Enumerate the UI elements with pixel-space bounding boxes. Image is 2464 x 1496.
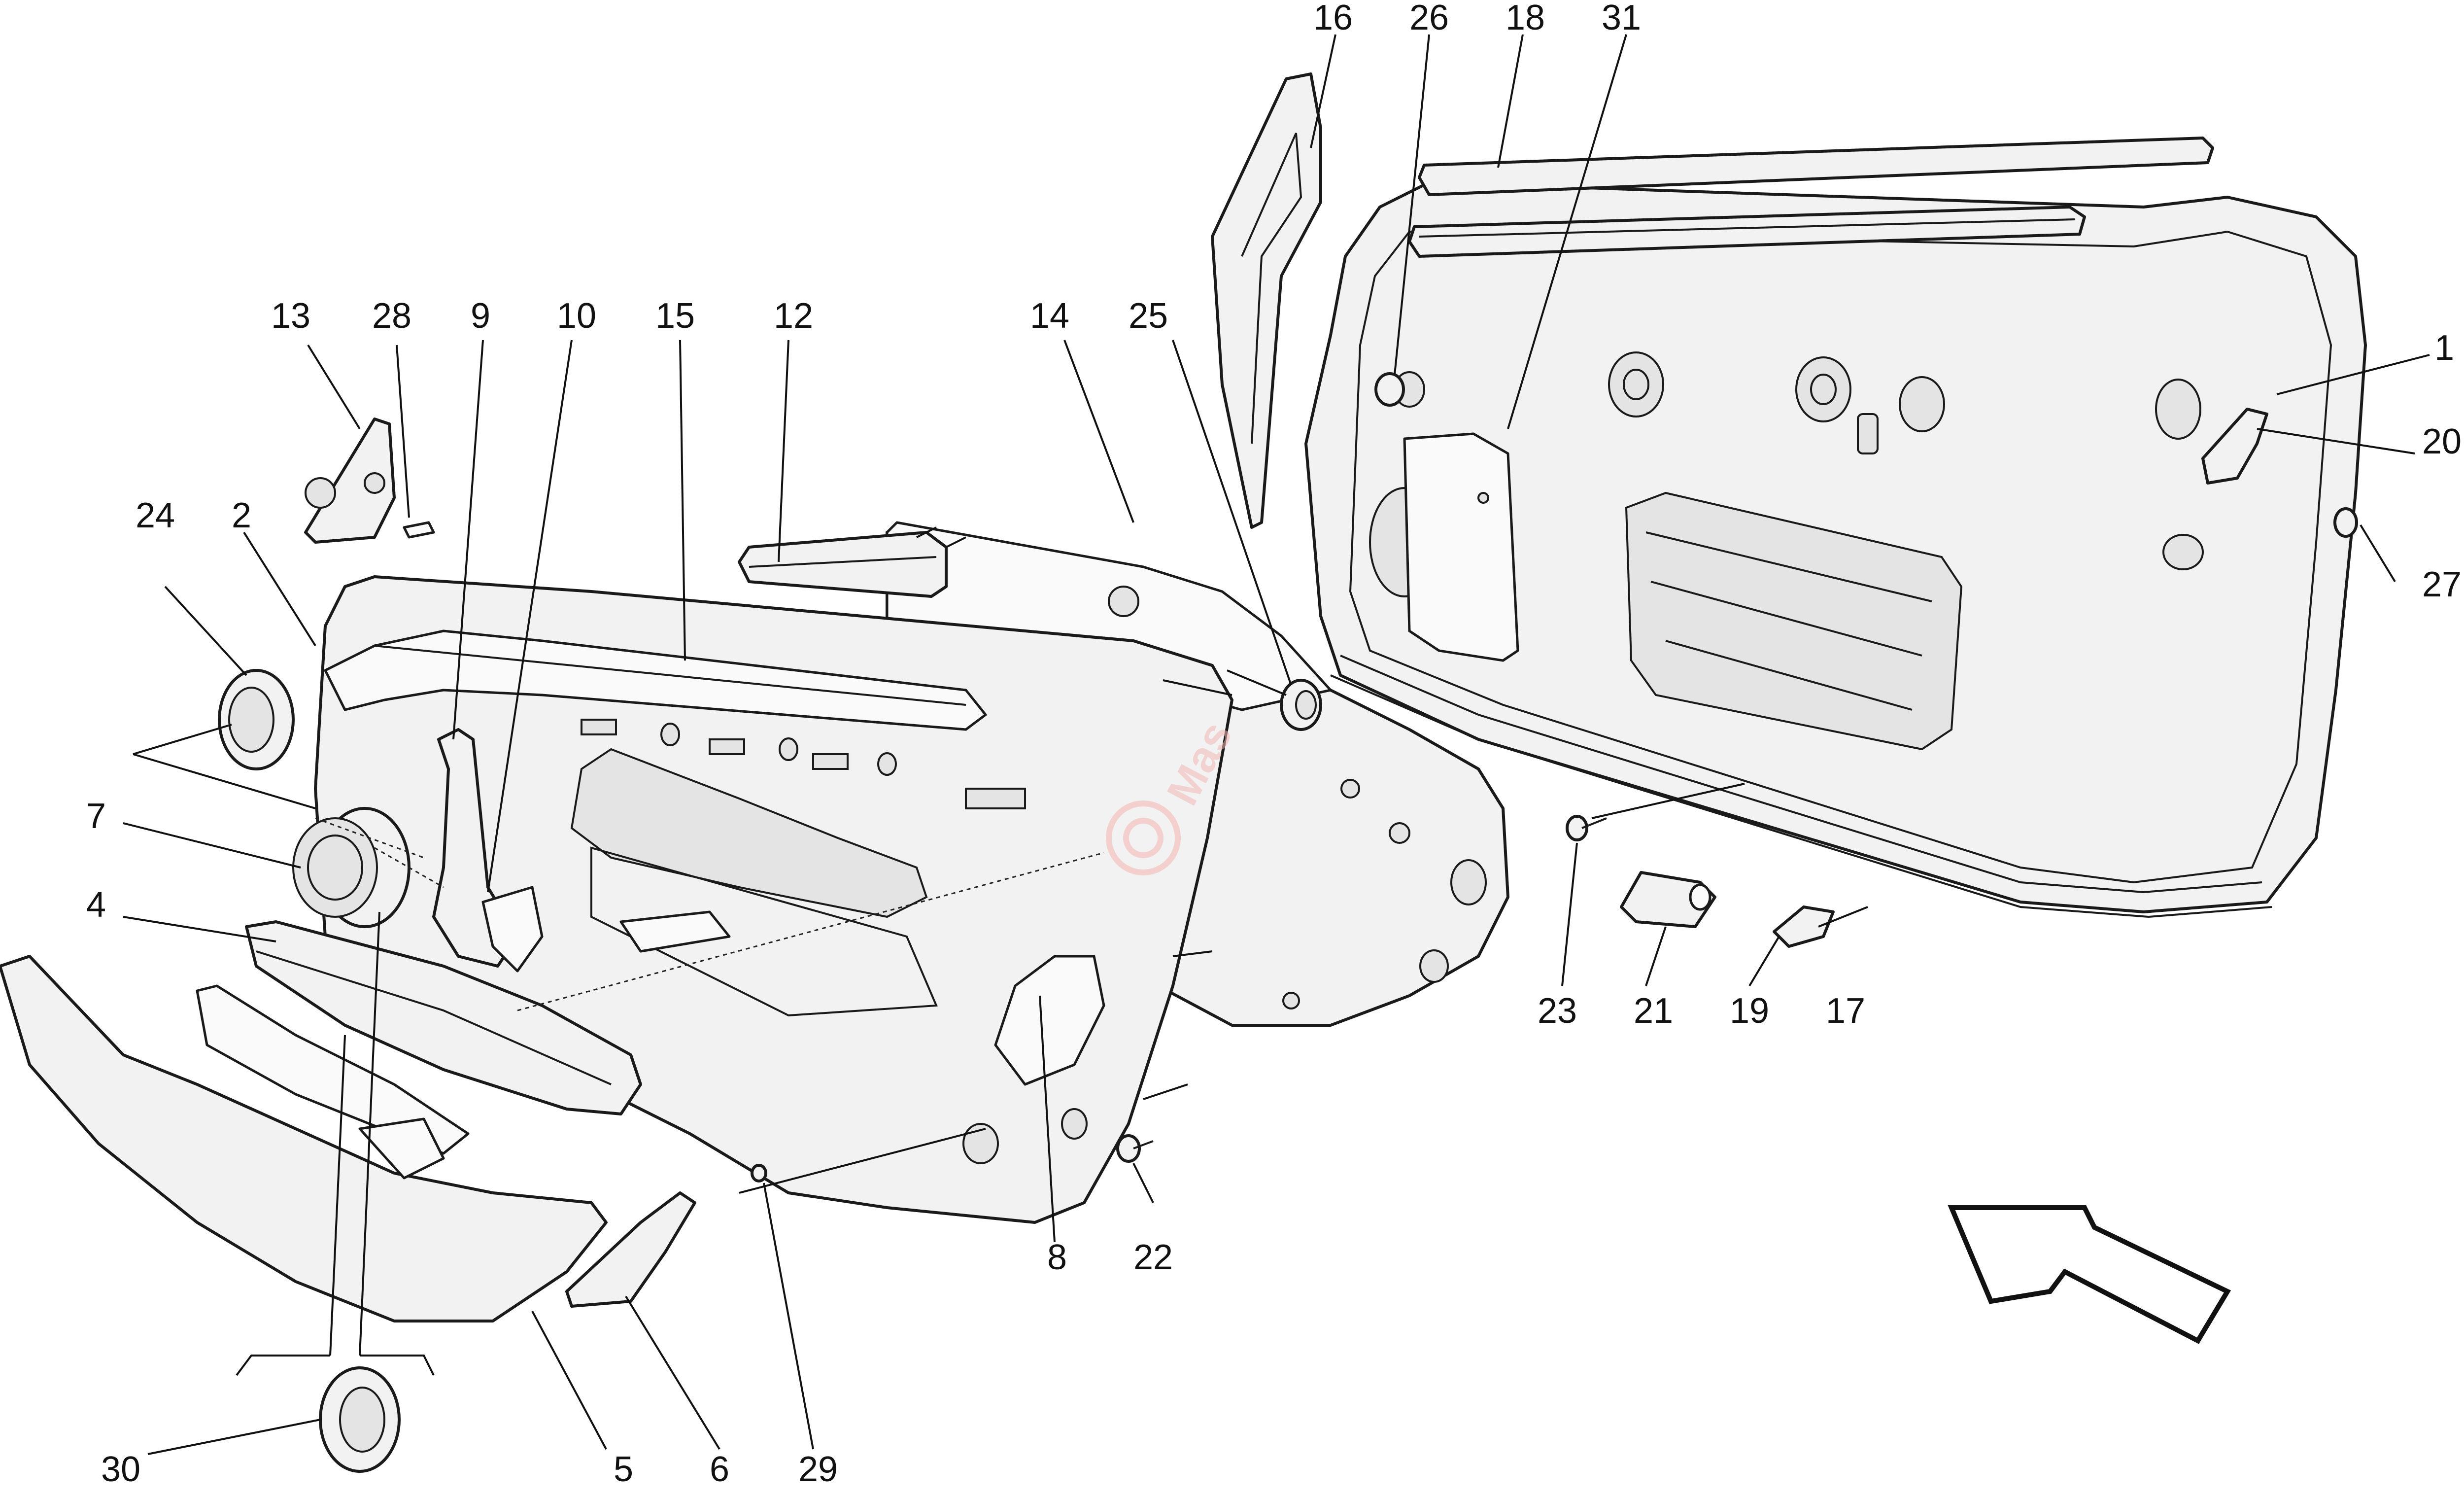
part-23-screw bbox=[1566, 815, 1607, 841]
part-24-speaker-ring bbox=[218, 669, 295, 770]
callout-2: 2 bbox=[232, 496, 251, 535]
callout-20: 20 bbox=[2422, 422, 2462, 461]
callout-27: 27 bbox=[2422, 565, 2462, 604]
callout-17: 17 bbox=[1826, 991, 1865, 1031]
part-30-speaker-ring bbox=[319, 1366, 401, 1473]
callout-12: 12 bbox=[774, 296, 813, 336]
callout-leaders bbox=[123, 34, 2430, 1455]
forward-direction-arrow-icon bbox=[1948, 1205, 2231, 1344]
part-26-plug bbox=[1374, 372, 1405, 407]
callout-22: 22 bbox=[1133, 1238, 1173, 1277]
part-27-plug bbox=[2333, 507, 2358, 538]
callout-18: 18 bbox=[1506, 0, 1545, 37]
part-16-mirror-trim bbox=[1211, 72, 1322, 529]
part-12-upper-rail bbox=[738, 526, 966, 598]
callout-8: 8 bbox=[1047, 1238, 1067, 1277]
callout-28: 28 bbox=[372, 296, 411, 336]
part-20-grommet bbox=[2201, 408, 2268, 485]
callout-7: 7 bbox=[86, 797, 106, 836]
callout-23: 23 bbox=[1538, 991, 1577, 1031]
part-18-window-seal bbox=[1408, 137, 2214, 258]
part-4-armrest bbox=[245, 920, 642, 1115]
callout-25: 25 bbox=[1129, 296, 1168, 336]
callout-19: 19 bbox=[1730, 991, 1769, 1031]
assembly-guide-lines bbox=[133, 669, 1745, 1376]
callout-labels: 1 2 4 5 6 7 8 9 10 12 13 14 15 16 17 18 … bbox=[86, 0, 2462, 1489]
callout-14: 14 bbox=[1030, 296, 1069, 336]
callout-15: 15 bbox=[655, 296, 695, 336]
callout-9: 9 bbox=[471, 296, 490, 336]
part-1-door-frame bbox=[1304, 181, 2367, 918]
callout-29: 29 bbox=[798, 1450, 838, 1489]
callout-4: 4 bbox=[86, 885, 106, 925]
part-19-plug bbox=[1773, 905, 1835, 948]
callout-1: 1 bbox=[2434, 328, 2454, 368]
part-21-latch bbox=[1620, 871, 1716, 928]
callout-5: 5 bbox=[614, 1450, 633, 1489]
callout-30: 30 bbox=[101, 1450, 140, 1489]
callout-21: 21 bbox=[1634, 991, 1673, 1031]
part-22-screw bbox=[1116, 1134, 1154, 1163]
callout-6: 6 bbox=[710, 1450, 729, 1489]
callout-26: 26 bbox=[1409, 0, 1449, 37]
part-25-grommet bbox=[1280, 679, 1322, 731]
callout-16: 16 bbox=[1313, 0, 1353, 37]
callout-13: 13 bbox=[271, 296, 310, 336]
part-6-small-trim bbox=[565, 1191, 696, 1308]
part-13-tweeter bbox=[304, 417, 435, 544]
part-9-handle bbox=[432, 728, 544, 973]
part-7-speaker bbox=[292, 807, 411, 928]
callout-10: 10 bbox=[557, 296, 596, 336]
callout-31: 31 bbox=[1602, 0, 1641, 37]
part-29-screw bbox=[751, 1164, 767, 1183]
part-5-lower-trim bbox=[0, 955, 608, 1322]
callout-24: 24 bbox=[136, 496, 175, 535]
